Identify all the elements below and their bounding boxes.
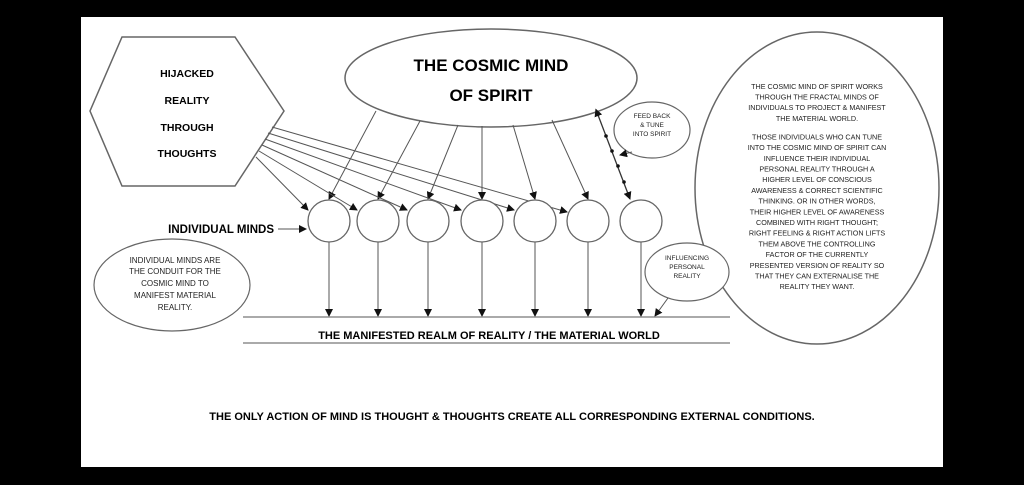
individual-mind-circle	[513, 199, 557, 243]
hexagon-line: REALITY	[165, 95, 210, 107]
influencing-line: INFLUENCING	[665, 255, 709, 262]
cosmic-to-mind-arrow	[426, 124, 459, 200]
feedback-arrow-tick	[616, 164, 620, 168]
footer-caption: THE ONLY ACTION OF MIND IS THOUGHT & THO…	[209, 411, 814, 423]
hijacked-reality-hexagon	[89, 36, 285, 187]
explanation-line: THE COSMIC MIND OF SPIRIT WORKS	[751, 82, 883, 91]
feedback-line: INTO SPIRIT	[633, 131, 671, 138]
feedback-line: & TUNE	[640, 122, 664, 129]
feedback-arrow-tick	[604, 134, 608, 138]
cosmic-to-mind-arrow	[512, 124, 537, 200]
explanation-line: THOSE INDIVIDUALS WHO CAN TUNE	[752, 132, 882, 141]
hijack-arrow	[255, 156, 309, 211]
cosmic-to-mind-arrow	[551, 119, 589, 200]
conduit-line: COSMIC MIND TO	[141, 279, 209, 288]
feedback-double-arrow	[594, 108, 632, 200]
individual-mind-circle	[356, 199, 400, 243]
individual-mind-circle	[406, 199, 450, 243]
conduit-bubble	[93, 238, 251, 332]
explanation-line: FACTOR OF THE CURRENTLY	[766, 250, 869, 259]
hijack-arrow	[258, 150, 358, 211]
explanation-ellipse	[694, 31, 940, 345]
cosmic-to-mind-arrow	[377, 120, 421, 200]
material-world-label: THE MANIFESTED REALM OF REALITY / THE MA…	[318, 330, 660, 342]
explanation-text: THE COSMIC MIND OF SPIRIT WORKS THROUGH T…	[748, 82, 887, 291]
individual-minds-label: INDIVIDUAL MINDS	[168, 224, 274, 236]
explanation-line: THE MATERIAL WORLD.	[776, 114, 858, 123]
individual-mind-circle	[566, 199, 610, 243]
feedback-arrow-tick	[622, 180, 626, 184]
conduit-line: THE CONDUIT FOR THE	[129, 267, 221, 276]
individual-minds	[307, 199, 663, 243]
explanation-line: THAT THEY CAN EXTERNALISE THE	[755, 272, 879, 281]
conduit-line: REALITY.	[158, 303, 193, 312]
hexagon-line: THOUGHTS	[158, 148, 217, 160]
explanation-line: PERSONAL REALITY THROUGH A	[759, 165, 875, 174]
explanation-line: AWARENESS & CORRECT SCIENTIFIC	[751, 186, 883, 195]
conduit-line: INDIVIDUAL MINDS ARE	[130, 256, 221, 265]
influencing-bubble	[644, 242, 730, 302]
hexagon-line: HIJACKED	[160, 68, 214, 80]
individual-mind-circle	[619, 199, 663, 243]
explanation-line: INDIVIDUALS TO PROJECT & MANIFEST	[748, 103, 886, 112]
cosmic-mind-title-line: OF SPIRIT	[449, 86, 533, 105]
hijack-arrow	[264, 138, 462, 212]
explanation-line: THEIR HIGHER LEVEL OF AWARENESS	[750, 207, 885, 216]
hijack-arrow	[261, 144, 408, 211]
connection-arrows	[255, 108, 645, 317]
feedback-line: FEED BACK	[634, 113, 672, 120]
influencing-pointer-arrow	[654, 297, 669, 317]
hexagon-text: HIJACKED REALITY THROUGH THOUGHTS	[158, 68, 217, 160]
explanation-line: PRESENTED VERSION OF REALITY SO	[750, 261, 885, 270]
individual-mind-circle	[460, 199, 504, 243]
explanation-line: INFLUENCE THEIR INDIVIDUAL	[764, 154, 871, 163]
explanation-line: RIGHT FEELING & RIGHT ACTION LIFTS	[749, 229, 886, 238]
hexagon-line: THROUGH	[160, 122, 213, 134]
influencing-line: PERSONAL	[669, 264, 705, 271]
explanation-line: THEM ABOVE THE CONTROLLING	[759, 239, 876, 248]
cosmic-to-mind-arrow	[328, 110, 377, 200]
influencing-line: REALITY	[673, 273, 701, 280]
conduit-line: MANIFEST MATERIAL	[134, 291, 216, 300]
hijack-arrow	[267, 132, 515, 212]
explanation-line: THROUGH THE FRACTAL MINDS OF	[755, 93, 879, 102]
explanation-line: REALITY THEY WANT.	[780, 282, 855, 291]
explanation-line: COMBINED WITH RIGHT THOUGHT;	[756, 218, 878, 227]
feedback-bubble	[613, 101, 691, 159]
feedback-arrow-tick	[610, 149, 614, 153]
hijack-arrow	[271, 126, 568, 214]
explanation-line: INTO THE COSMIC MIND OF SPIRIT CAN	[748, 143, 887, 152]
cosmic-mind-ellipse	[344, 28, 638, 128]
explanation-line: HIGHER LEVEL OF CONSCIOUS	[762, 175, 872, 184]
cosmic-mind-title-line: THE COSMIC MIND	[414, 56, 569, 75]
individual-mind-circle	[307, 199, 351, 243]
explanation-line: THINKING. OR IN OTHER WORDS,	[759, 197, 876, 206]
